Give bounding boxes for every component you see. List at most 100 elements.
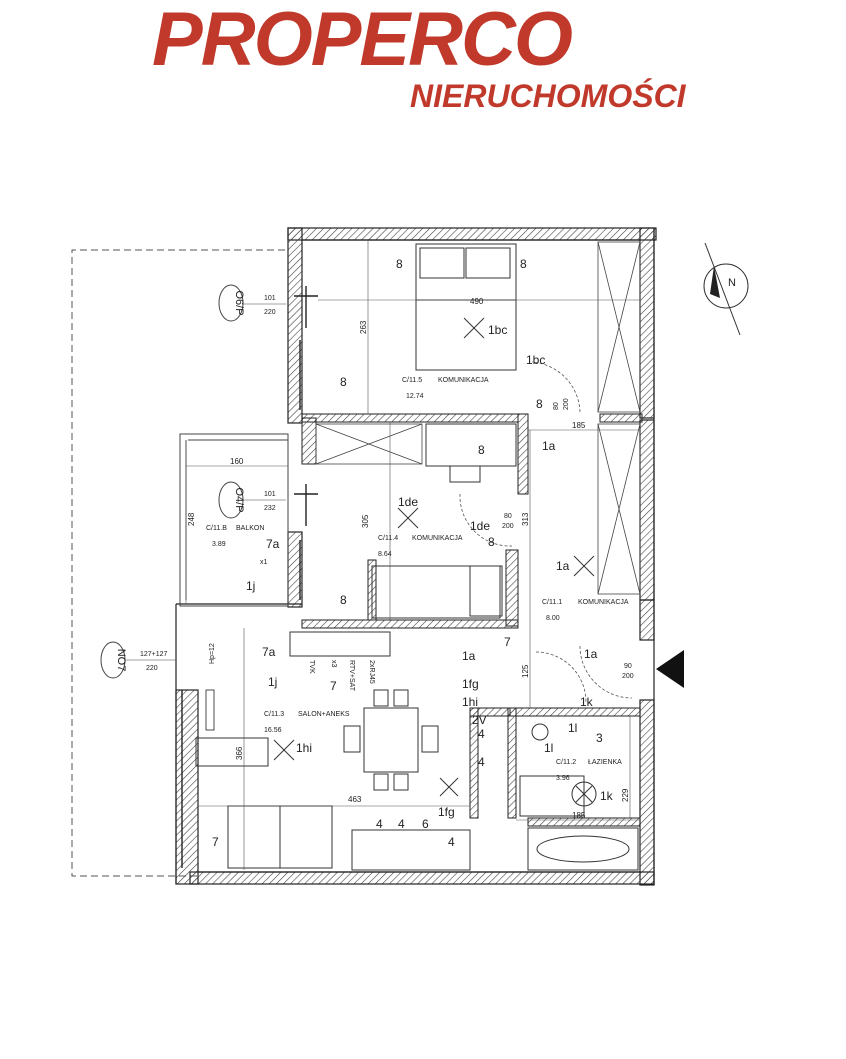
symbol-label: 4 (398, 817, 405, 831)
symbol-label: 6 (422, 817, 429, 831)
window-height: 220 (146, 665, 158, 672)
dim-label: 248 (187, 512, 196, 526)
wardrobes (315, 241, 641, 595)
external-walls (175, 227, 657, 886)
dim-label: 313 (521, 512, 530, 526)
symbol-label: 1hi (462, 695, 478, 709)
dim-label: 229 (621, 788, 630, 802)
room-area: 8.00 (546, 615, 560, 622)
north-arrow-icon (703, 242, 749, 336)
door-height: 200 (502, 523, 514, 530)
room-code: C/11.5 (402, 377, 422, 384)
window-width: 101 (264, 295, 276, 302)
symbol-label: 7 (330, 679, 337, 693)
door-height: 200 (622, 673, 634, 680)
window-code-circles (100, 284, 286, 679)
room-name: KOMUNIKACJA (412, 535, 463, 542)
room-code: C/11.1 (542, 599, 562, 606)
symbol-label: 1l (544, 741, 553, 755)
symbol-label: 7 (212, 835, 219, 849)
door-width: 80 (504, 513, 512, 520)
symbol-label: 4 (478, 727, 485, 741)
room-area: 3.89 (212, 541, 226, 548)
symbol-label: 8 (478, 443, 485, 457)
room-name: KOMUNIKACJA (578, 599, 629, 606)
logo-subtitle: NIERUCHOMOŚCI (410, 78, 686, 114)
symbol-label: 1a (462, 649, 476, 663)
room-area: 16.56 (264, 727, 282, 734)
dim-label: 305 (361, 514, 370, 528)
symbol-label: 4 (376, 817, 383, 831)
electrical-symbol-labels: 8 8 8 8 8 8 8 1bc 1bc 1a 1a 1a 1a 1de 1d… (212, 257, 736, 849)
window-height: 220 (264, 309, 276, 316)
symbol-label: 8 (520, 257, 527, 271)
symbol-label: 2V (472, 713, 487, 727)
symbol-label: x3 (330, 660, 337, 668)
interior-walls (301, 413, 643, 827)
symbol-label: 8 (536, 397, 543, 411)
window-code: NO7 (115, 649, 127, 672)
symbol-label: 1de (470, 519, 490, 533)
doors (459, 361, 633, 703)
window-width: 101 (264, 491, 276, 498)
window-code: O6/P (233, 290, 245, 315)
window-labels: O6/P 101 220 O4/P 101 232 NO7 127+127 22… (115, 290, 276, 672)
wall-outlines (175, 228, 655, 885)
logo-brand: PROPERCO (152, 0, 573, 82)
entrance-arrow-icon (656, 650, 684, 688)
room-name: ŁAZIENKA (588, 759, 622, 766)
symbol-label: 1a (542, 439, 556, 453)
symbol-label: RTV+SAT (348, 660, 355, 692)
dim-label: 185 (572, 421, 586, 430)
symbol-label: 3 (596, 731, 603, 745)
window-height: 232 (264, 505, 276, 512)
light-symbols (273, 317, 597, 807)
symbol-label: 7 (504, 635, 511, 649)
symbol-label: 1k (600, 789, 614, 803)
terrace-outline (71, 249, 285, 877)
window-code: O4/P (233, 487, 245, 512)
symbol-label: 1bc (488, 323, 507, 337)
room-area: 12.74 (406, 393, 424, 400)
dim-label: 366 (235, 746, 244, 760)
symbol-label: 8 (396, 257, 403, 271)
symbol-label: 2xRJ45 (368, 660, 375, 684)
symbol-label: 1k (580, 695, 594, 709)
symbol-label: 7a (262, 645, 276, 659)
dim-label: 463 (348, 795, 362, 804)
symbol-label: 1j (246, 579, 255, 593)
room-code: C/11.2 (556, 759, 576, 766)
room-area: 3.96 (556, 775, 570, 782)
symbol-label: 7a (266, 537, 280, 551)
door-width: 90 (624, 663, 632, 670)
properco-logo: PROPERCO NIERUCHOMOŚCI (0, 0, 846, 130)
symbol-label: 4 (478, 755, 485, 769)
hp-label: Hp=12 (209, 643, 216, 664)
symbol-label: 1a (556, 559, 570, 573)
room-code: C/11.3 (264, 711, 284, 718)
door-width: 80 (553, 402, 560, 410)
symbol-label: 1j (268, 675, 277, 689)
symbol-label: 8 (340, 375, 347, 389)
room-area: 8.64 (378, 551, 392, 558)
room-code: C/11.B (206, 525, 227, 532)
symbol-label: 1l (568, 721, 577, 735)
symbol-label: 1fg (462, 677, 479, 691)
room-name: KOMUNIKACJA (438, 377, 489, 384)
dimension-lines (185, 240, 640, 870)
symbol-label: 1fg (438, 805, 455, 819)
symbol-label: 1bc (526, 353, 545, 367)
window-width: 127+127 (140, 651, 168, 658)
room-name: BALKON (236, 525, 264, 532)
symbol-label: TVK (308, 660, 315, 674)
room-name: SALON+ANEKS (298, 711, 350, 718)
room-labels: C/11.5 KOMUNIKACJA 12.74 C/11.4 KOMUNIKA… (206, 377, 629, 782)
symbol-label: 8 (488, 535, 495, 549)
dim-label: 490 (470, 297, 484, 306)
dim-label: 125 (521, 664, 530, 678)
dim-label: 160 (230, 457, 244, 466)
windows (181, 286, 318, 868)
north-label: N (728, 277, 736, 289)
symbol-label: 4 (448, 835, 455, 849)
symbol-label: 8 (340, 593, 347, 607)
